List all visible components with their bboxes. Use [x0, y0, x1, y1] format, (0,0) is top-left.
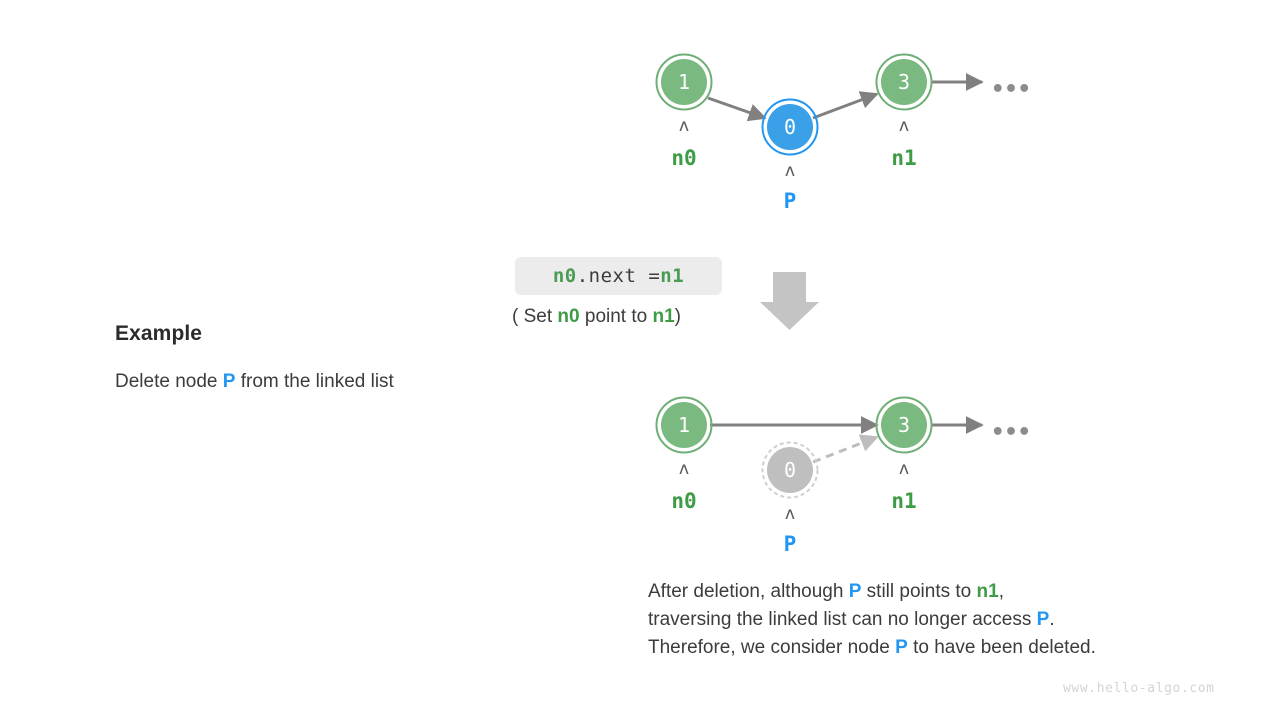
pointer-label-p-after: P [784, 532, 797, 556]
caret-n1-before: ʌ [899, 116, 909, 136]
node-ring [875, 53, 933, 111]
line3-a: Therefore, we consider node [648, 637, 896, 658]
node-value: 1 [678, 70, 690, 94]
line1-c: , [998, 581, 1004, 602]
line2-b: . [1049, 609, 1055, 630]
code-source-n1: n1 [660, 265, 685, 287]
tail-ellipsis-after: ••• [991, 420, 1031, 445]
node-body [767, 104, 813, 150]
line1-b: still points to [861, 581, 977, 602]
caption-node-n0: n0 [557, 306, 580, 327]
caption-node-n1: n1 [652, 306, 675, 327]
link-p-to-n1 [812, 91, 879, 120]
node-ring [655, 53, 713, 111]
node-body [881, 402, 927, 448]
caption-open: ( Set [512, 306, 558, 327]
line2-a: traversing the linked list can no longer… [648, 609, 1037, 630]
pointer-label-n1-after: n1 [891, 489, 916, 513]
description-pointer-p: P [222, 371, 236, 392]
node-p-after-deleted[interactable]: 0 [761, 441, 819, 499]
conclusion-text: After deletion, although P still points … [648, 578, 1096, 662]
node-value: 3 [898, 413, 910, 437]
line2-pointer-p: P [1036, 609, 1050, 630]
line3-pointer-p: P [895, 637, 908, 658]
caption-middle: point to [579, 306, 653, 327]
description-prefix: Delete node [115, 371, 223, 392]
tail-ellipsis-before: ••• [991, 77, 1031, 102]
diagram-after: 1 ʌ n0 0 ʌ P 3 ʌ n1 ••• [655, 396, 1031, 556]
caret-n0-before: ʌ [679, 116, 689, 136]
down-block-arrow-icon [760, 272, 819, 330]
code-target-n0: n0 [552, 265, 577, 287]
conclusion-line-1: After deletion, although P still points … [648, 578, 1096, 606]
node-body [881, 59, 927, 105]
line1-pointer-p: P [848, 581, 862, 602]
node-p-before[interactable]: 0 [761, 98, 819, 156]
caret-p-before: ʌ [785, 161, 795, 181]
node-value: 1 [678, 413, 690, 437]
caret-n1-after: ʌ [899, 459, 909, 479]
node-n1-before[interactable]: 3 [875, 53, 933, 111]
node-n0-before[interactable]: 1 [655, 53, 713, 111]
node-ring [761, 98, 819, 156]
line1-a: After deletion, although [648, 581, 849, 602]
site-watermark: www.hello-algo.com [1063, 681, 1215, 696]
example-heading: Example [115, 322, 203, 345]
node-ring [655, 396, 713, 454]
node-value: 3 [898, 70, 910, 94]
node-body [661, 402, 707, 448]
diagram-before: 1 ʌ n0 0 ʌ P 3 ʌ n1 ••• [655, 53, 1031, 213]
node-n0-after[interactable]: 1 [655, 396, 713, 454]
line1-node-n1: n1 [976, 581, 999, 602]
pointer-label-p-before: P [784, 189, 797, 213]
operation-code-chip: n0.next = n1 [515, 257, 722, 295]
line3-b: to have been deleted. [907, 637, 1096, 658]
example-description: Delete node P from the linked list [115, 371, 394, 393]
caret-n0-after: ʌ [679, 459, 689, 479]
description-suffix: from the linked list [235, 371, 394, 392]
node-body [767, 447, 813, 493]
node-body [661, 59, 707, 105]
caption-close: ) [674, 306, 681, 327]
conclusion-line-3: Therefore, we consider node P to have be… [648, 634, 1096, 662]
node-value: 0 [784, 115, 796, 139]
operation-caption: ( Set n0 point to n1) [512, 306, 681, 328]
node-ring [875, 396, 933, 454]
pointer-label-n0-before: n0 [671, 146, 696, 170]
node-ring-dashed [761, 441, 819, 499]
link-n0-to-p [707, 96, 767, 122]
conclusion-line-2: traversing the linked list can no longer… [648, 606, 1096, 634]
node-value: 0 [784, 458, 796, 482]
link-p-to-n1-stale [812, 434, 879, 464]
caret-p-after: ʌ [785, 504, 795, 524]
pointer-label-n1-before: n1 [891, 146, 916, 170]
pointer-label-n0-after: n0 [671, 489, 696, 513]
code-middle: .next = [576, 265, 661, 287]
node-n1-after[interactable]: 3 [875, 396, 933, 454]
